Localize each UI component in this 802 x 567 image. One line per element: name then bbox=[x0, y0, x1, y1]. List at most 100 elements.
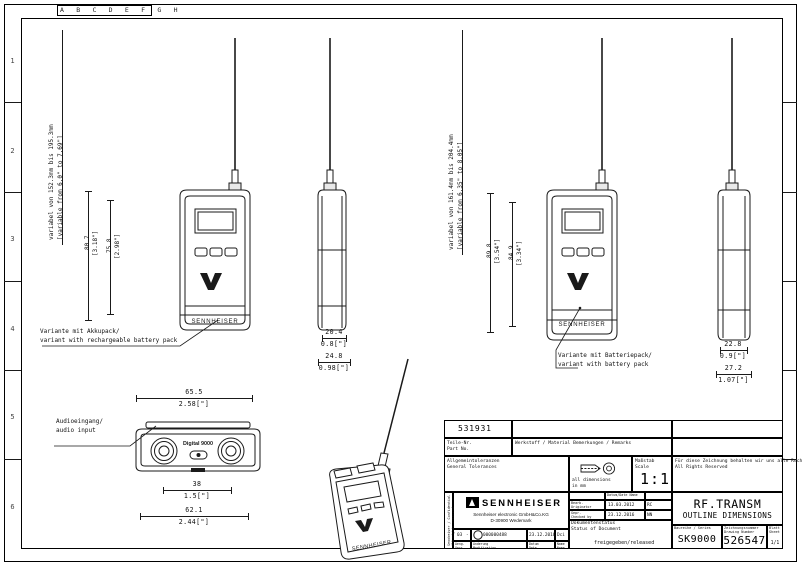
extension-line-left-var bbox=[62, 30, 63, 245]
tb-cell-checked-date bbox=[605, 510, 645, 520]
tb-originator-name: RC bbox=[647, 503, 653, 508]
tb-tolerances-label: Allgemeintoleranzen General Tolerances bbox=[447, 459, 500, 470]
dim-bottom-w2-mm: 38 bbox=[192, 480, 202, 488]
tb-drawingno-label: Zeichnungsnummer Drawing Number bbox=[724, 526, 759, 535]
dimline-front-h2 bbox=[110, 200, 111, 315]
tb-cell-drawing-title bbox=[672, 492, 783, 525]
ruler-divider-10 bbox=[783, 459, 797, 460]
dimtick-side-w2-r bbox=[350, 359, 351, 366]
column-letter-bar bbox=[57, 5, 152, 16]
bottom-panel-view: Digital 9000 bbox=[135, 421, 261, 472]
rev-circle-icon bbox=[473, 530, 483, 540]
device-brand-battery: SENNHEISER bbox=[558, 322, 605, 328]
tb-cell-revcol-change bbox=[471, 541, 527, 549]
tb-namedate-header: Datum/Date Name bbox=[607, 493, 638, 498]
tb-revcol-change: Anderung Modification bbox=[473, 541, 497, 550]
tb-cell-drawingno bbox=[722, 525, 767, 549]
ruler-divider-3 bbox=[4, 281, 21, 282]
tb-partno-label: Teile-Nr. Part No. bbox=[447, 441, 472, 452]
dimline-batt-h2 bbox=[512, 202, 513, 327]
tb-cell-rev-name bbox=[555, 529, 569, 541]
dim-front-h1-in: [3.18"] bbox=[92, 230, 99, 256]
tb-checked-name: NN bbox=[647, 513, 653, 518]
tb-cell-namedate-header2 bbox=[645, 492, 672, 500]
dimtick-side-w1-r bbox=[346, 335, 347, 342]
tb-cell-sheet bbox=[767, 525, 783, 549]
tb-revcol-date: Datum Date bbox=[529, 541, 539, 550]
tb-series-value: SK9000 bbox=[677, 534, 717, 545]
sheet-outer-border bbox=[4, 4, 797, 562]
tb-cell-logo bbox=[453, 492, 569, 529]
dimline-side-w1 bbox=[322, 338, 346, 339]
tb-drawing-title-2: OUTLINE DIMENSIONS bbox=[682, 511, 773, 520]
tb-scale-value: 1:1 bbox=[640, 470, 671, 488]
ruler-divider-7 bbox=[783, 192, 797, 193]
dimline-battside-w1 bbox=[720, 350, 747, 351]
tb-sheet-label: Blatt Sheet bbox=[769, 526, 780, 535]
front-view-battery: SENNHEISER bbox=[546, 38, 618, 341]
dim-side-w2-in: 0.98["] bbox=[318, 364, 350, 372]
row-label-6: 6 bbox=[10, 503, 15, 511]
tb-cell-rev-index bbox=[453, 529, 471, 541]
dim-bottom-w2-in: 1.5["] bbox=[183, 492, 211, 500]
tb-cell-sideband bbox=[444, 492, 453, 549]
company-address: Sennheiser electronic GmbH&Co.KG D-30900… bbox=[473, 512, 549, 523]
dimline-side-w2 bbox=[318, 362, 350, 363]
dimtick-battside-w2-r bbox=[751, 371, 752, 378]
tb-rev-index: 03 bbox=[457, 533, 463, 538]
dimtick-bottom-w2-l bbox=[163, 487, 164, 494]
row-label-3: 3 bbox=[10, 235, 15, 243]
dimtick-front-h2-top bbox=[107, 200, 114, 201]
dim-battside-w2-in: 1.07["] bbox=[718, 376, 749, 384]
dim-side-w1-in: 0.8["] bbox=[320, 340, 348, 348]
tb-cell-rev-number bbox=[471, 529, 527, 541]
ruler-divider-6 bbox=[783, 102, 797, 103]
tb-cell-namedate-header-blank bbox=[569, 492, 605, 500]
dimtick-front-h1-bot bbox=[85, 320, 92, 321]
tb-status-value: freigegeben/released bbox=[594, 540, 655, 546]
dimtick-side-w1-l bbox=[322, 335, 323, 342]
tb-scale-label: Maßstab Scale bbox=[635, 459, 655, 470]
dimline-bottom-w1 bbox=[136, 398, 252, 399]
ruler-divider-9 bbox=[783, 370, 797, 371]
tb-rev-name: Dci bbox=[557, 533, 565, 538]
tb-cell-revcol-headers bbox=[453, 541, 471, 549]
dimtick-front-h2-bot bbox=[107, 314, 114, 315]
tb-checked-label: Gepr. Checked by bbox=[571, 511, 592, 520]
tb-drawingno-value: 526547 bbox=[723, 534, 766, 547]
tb-material-label: Werkstoff / Material Bemerkungen / Remar… bbox=[515, 441, 632, 446]
tb-cell-revcol-date bbox=[527, 541, 555, 549]
note-audio-input: Audioeingang/ audio input bbox=[56, 418, 103, 434]
tb-checked-date: 23.12.2016 bbox=[608, 513, 635, 518]
row-label-1: 1 bbox=[10, 57, 15, 65]
side-view-rechargeable bbox=[317, 38, 347, 331]
tb-cell-partnumber bbox=[444, 420, 512, 438]
tb-cell-rev-date bbox=[527, 529, 555, 541]
tb-cell-row2-right bbox=[672, 438, 783, 456]
perspective-view: SENNHEISER bbox=[329, 358, 409, 560]
row-label-2: 2 bbox=[10, 147, 15, 155]
dimtick-battside-w1-l bbox=[720, 347, 721, 354]
dimtick-battside-w1-r bbox=[747, 347, 748, 354]
dimline-battside-w2 bbox=[716, 374, 751, 375]
tb-cell-originator-date bbox=[605, 500, 645, 510]
tb-drawing-title-1: RF.TRANSM bbox=[693, 497, 762, 511]
dimline-front-h1 bbox=[88, 191, 89, 321]
tb-cell-scale bbox=[632, 456, 672, 492]
dim-bottom-w1-mm: 65.5 bbox=[185, 388, 203, 396]
note-battery-variant: Variante mit Batteriepack/ variant with … bbox=[558, 352, 652, 368]
dim-battside-w1-in: 0.9["] bbox=[719, 352, 747, 360]
company-logo: SENNHEISER bbox=[466, 497, 562, 508]
ruler-divider-5 bbox=[4, 459, 21, 460]
ruler-divider-1 bbox=[4, 102, 21, 103]
tb-cell-projection bbox=[569, 456, 632, 492]
tb-cell-partno-label bbox=[444, 438, 512, 456]
dimtick-battside-w2-l bbox=[716, 371, 717, 378]
tb-series-label: Baureihe / Series bbox=[674, 526, 711, 530]
row-label-5: 5 bbox=[10, 413, 15, 421]
company-name: SENNHEISER bbox=[482, 497, 562, 508]
ruler-divider-2 bbox=[4, 192, 21, 193]
dim-side-w2-mm: 24.8 bbox=[325, 352, 343, 360]
side-view-battery bbox=[717, 38, 751, 341]
